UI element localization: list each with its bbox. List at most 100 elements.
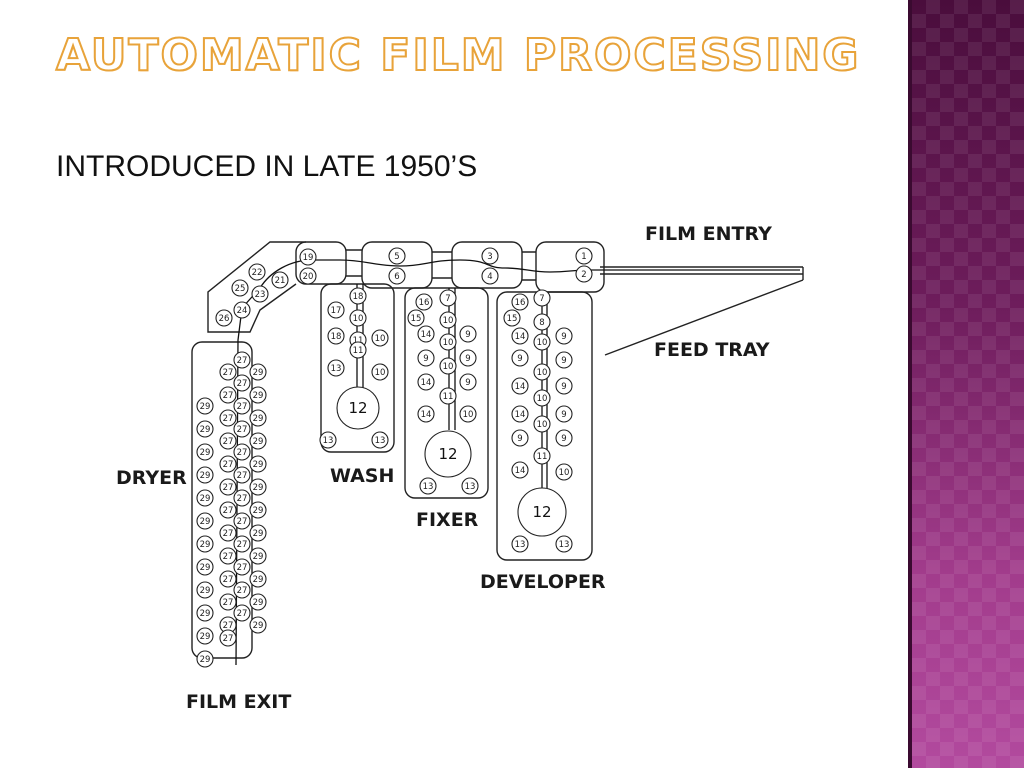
roller-number: 18 <box>331 332 342 342</box>
roller-number: 13 <box>375 436 386 446</box>
roller <box>248 263 266 281</box>
roller <box>511 461 529 479</box>
roller <box>575 247 593 265</box>
roller-number: 29 <box>200 655 211 665</box>
roller-number: 29 <box>200 540 211 550</box>
roller <box>459 405 477 423</box>
roller <box>196 512 214 530</box>
roller-number: 11 <box>537 452 548 462</box>
roller-number: 15 <box>507 314 518 324</box>
roller-number: 29 <box>200 586 211 596</box>
roller-number: 9 <box>465 330 470 340</box>
roller-number: 10 <box>443 338 454 348</box>
roller-number: 14 <box>515 332 526 342</box>
roller <box>196 397 214 415</box>
roller-number: 10 <box>463 410 474 420</box>
roller-number: 6 <box>394 272 399 282</box>
roller <box>511 535 529 553</box>
dryer-section <box>191 341 253 659</box>
roller-number: 29 <box>253 437 264 447</box>
roller <box>415 293 433 311</box>
roller <box>555 351 573 369</box>
roller <box>555 463 573 481</box>
roller <box>417 405 435 423</box>
label-film-exit: FILM EXIT <box>186 691 291 713</box>
roller <box>555 535 573 553</box>
roller-number: 14 <box>515 382 526 392</box>
roller-number: 9 <box>517 434 522 444</box>
roller-number: 27 <box>223 598 234 608</box>
roller-number: 29 <box>253 621 264 631</box>
roller-number: 11 <box>353 336 364 346</box>
roller <box>219 547 237 565</box>
roller <box>319 431 337 449</box>
roller <box>196 650 214 668</box>
roller <box>349 341 367 359</box>
roller-number: 27 <box>223 529 234 539</box>
roller <box>511 429 529 447</box>
roller <box>249 363 267 381</box>
decorative-side-band <box>912 0 1024 768</box>
roller-number: 27 <box>237 402 248 412</box>
roller-number: 10 <box>537 368 548 378</box>
roller-number: 29 <box>200 402 211 412</box>
roller-number: 29 <box>200 517 211 527</box>
roller-number: 9 <box>465 378 470 388</box>
label-film-entry: FILM ENTRY <box>645 223 772 245</box>
roller-number: 29 <box>253 368 264 378</box>
roller-number: 12 <box>348 399 367 417</box>
roller <box>503 309 521 327</box>
roller <box>533 389 551 407</box>
label-wash: WASH <box>330 465 394 487</box>
roller <box>233 466 251 484</box>
label-fixer: FIXER <box>416 509 479 531</box>
roller <box>233 604 251 622</box>
roller <box>249 501 267 519</box>
roller <box>219 629 237 647</box>
roller <box>533 289 551 307</box>
roller <box>219 455 237 473</box>
roller-number: 9 <box>561 332 566 342</box>
roller-number: 27 <box>223 368 234 378</box>
roller <box>196 443 214 461</box>
roller-number: 18 <box>353 292 364 302</box>
roller-number: 14 <box>421 378 432 388</box>
roller <box>219 409 237 427</box>
roller <box>371 363 389 381</box>
roller-number: 8 <box>539 318 544 328</box>
roller <box>299 248 317 266</box>
roller <box>555 405 573 423</box>
roller <box>249 547 267 565</box>
roller-number: 27 <box>223 506 234 516</box>
roller <box>439 333 457 351</box>
roller <box>511 405 529 423</box>
roller-number: 29 <box>253 529 264 539</box>
roller <box>249 386 267 404</box>
roller <box>196 627 214 645</box>
roller-number: 10 <box>443 362 454 372</box>
roller <box>459 373 477 391</box>
roller-number: 9 <box>517 354 522 364</box>
roller <box>219 524 237 542</box>
roller <box>249 616 267 634</box>
roller-number: 29 <box>253 460 264 470</box>
slide-subtitle: INTRODUCED IN LATE 1950’S <box>56 150 478 183</box>
roller-number: 13 <box>465 482 476 492</box>
roller-number: 29 <box>200 448 211 458</box>
roller <box>417 373 435 391</box>
roller-number: 9 <box>465 354 470 364</box>
roller-number: 27 <box>237 471 248 481</box>
roller-number: 13 <box>323 436 334 446</box>
roller-number: 29 <box>253 414 264 424</box>
roller-number: 10 <box>559 468 570 478</box>
roller-number: 27 <box>223 483 234 493</box>
roller <box>231 279 249 297</box>
roller <box>407 309 425 327</box>
roller <box>219 501 237 519</box>
roller <box>439 289 457 307</box>
roller-number: 29 <box>200 425 211 435</box>
roller-number: 27 <box>237 379 248 389</box>
roller <box>219 432 237 450</box>
roller <box>196 466 214 484</box>
roller <box>327 327 345 345</box>
